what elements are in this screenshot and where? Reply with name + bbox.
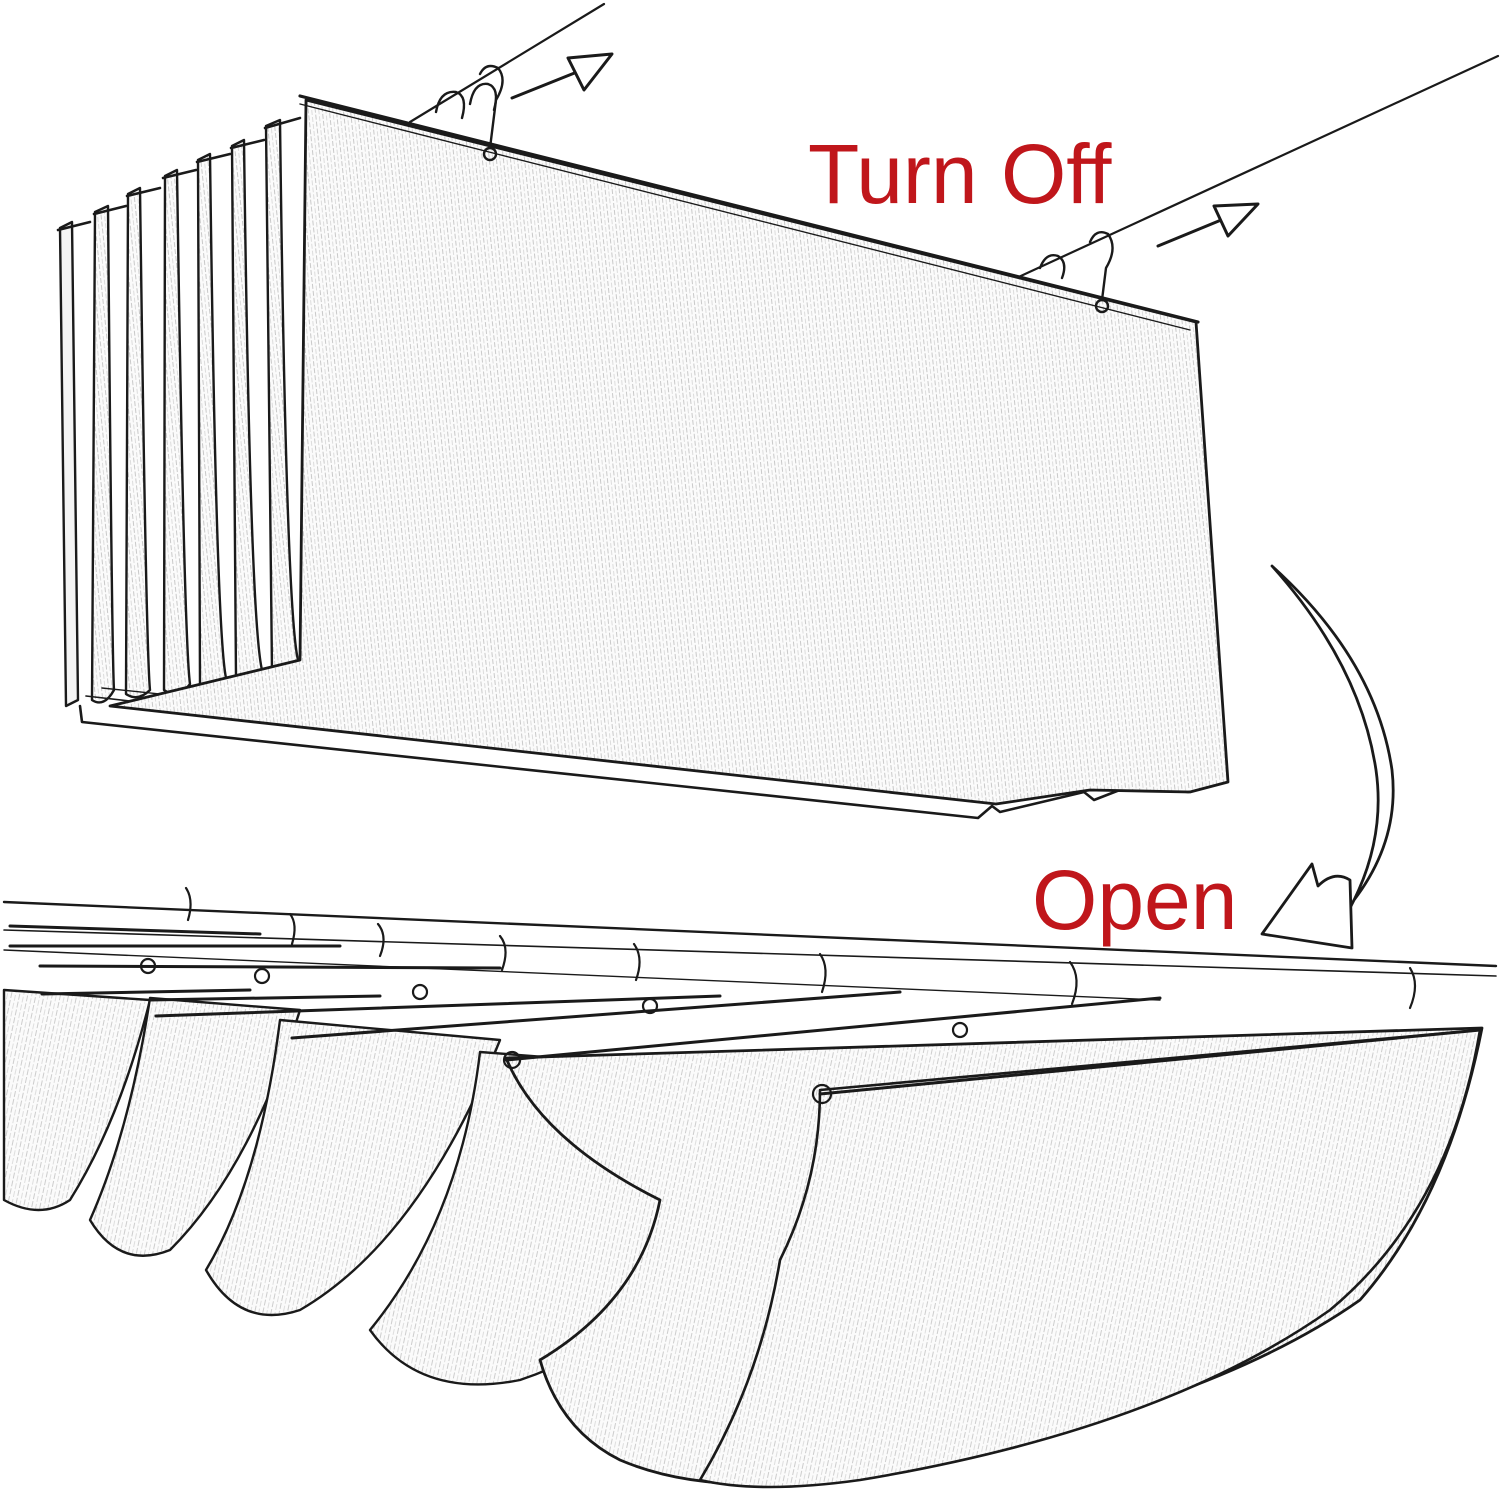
open-rods (8, 924, 1482, 1096)
pull-arrow-icon (510, 52, 1260, 248)
support-wire-lower (1010, 54, 1500, 282)
hook-clip-icon (139, 886, 1417, 1105)
front-swag (698, 1028, 1482, 1489)
support-wire-upper (408, 2, 606, 124)
open-awning (2, 886, 1498, 1489)
curved-transition-arrow-icon (1260, 564, 1395, 950)
front-panel (108, 98, 1230, 806)
swag-1 (2, 988, 152, 1212)
swag-2 (88, 996, 302, 1257)
hook-clip-icon (434, 64, 1114, 314)
swag-3 (204, 1018, 502, 1317)
folded-pleats (58, 118, 300, 708)
label-turn-off: Turn Off (808, 127, 1112, 221)
pleat-rods (56, 116, 302, 232)
open-wire-upper (2, 900, 1498, 968)
closed-awning (56, 2, 1500, 820)
label-open: Open (1032, 853, 1238, 947)
front-panel-rod (298, 94, 1200, 324)
open-wire-lower (3, 929, 1497, 977)
